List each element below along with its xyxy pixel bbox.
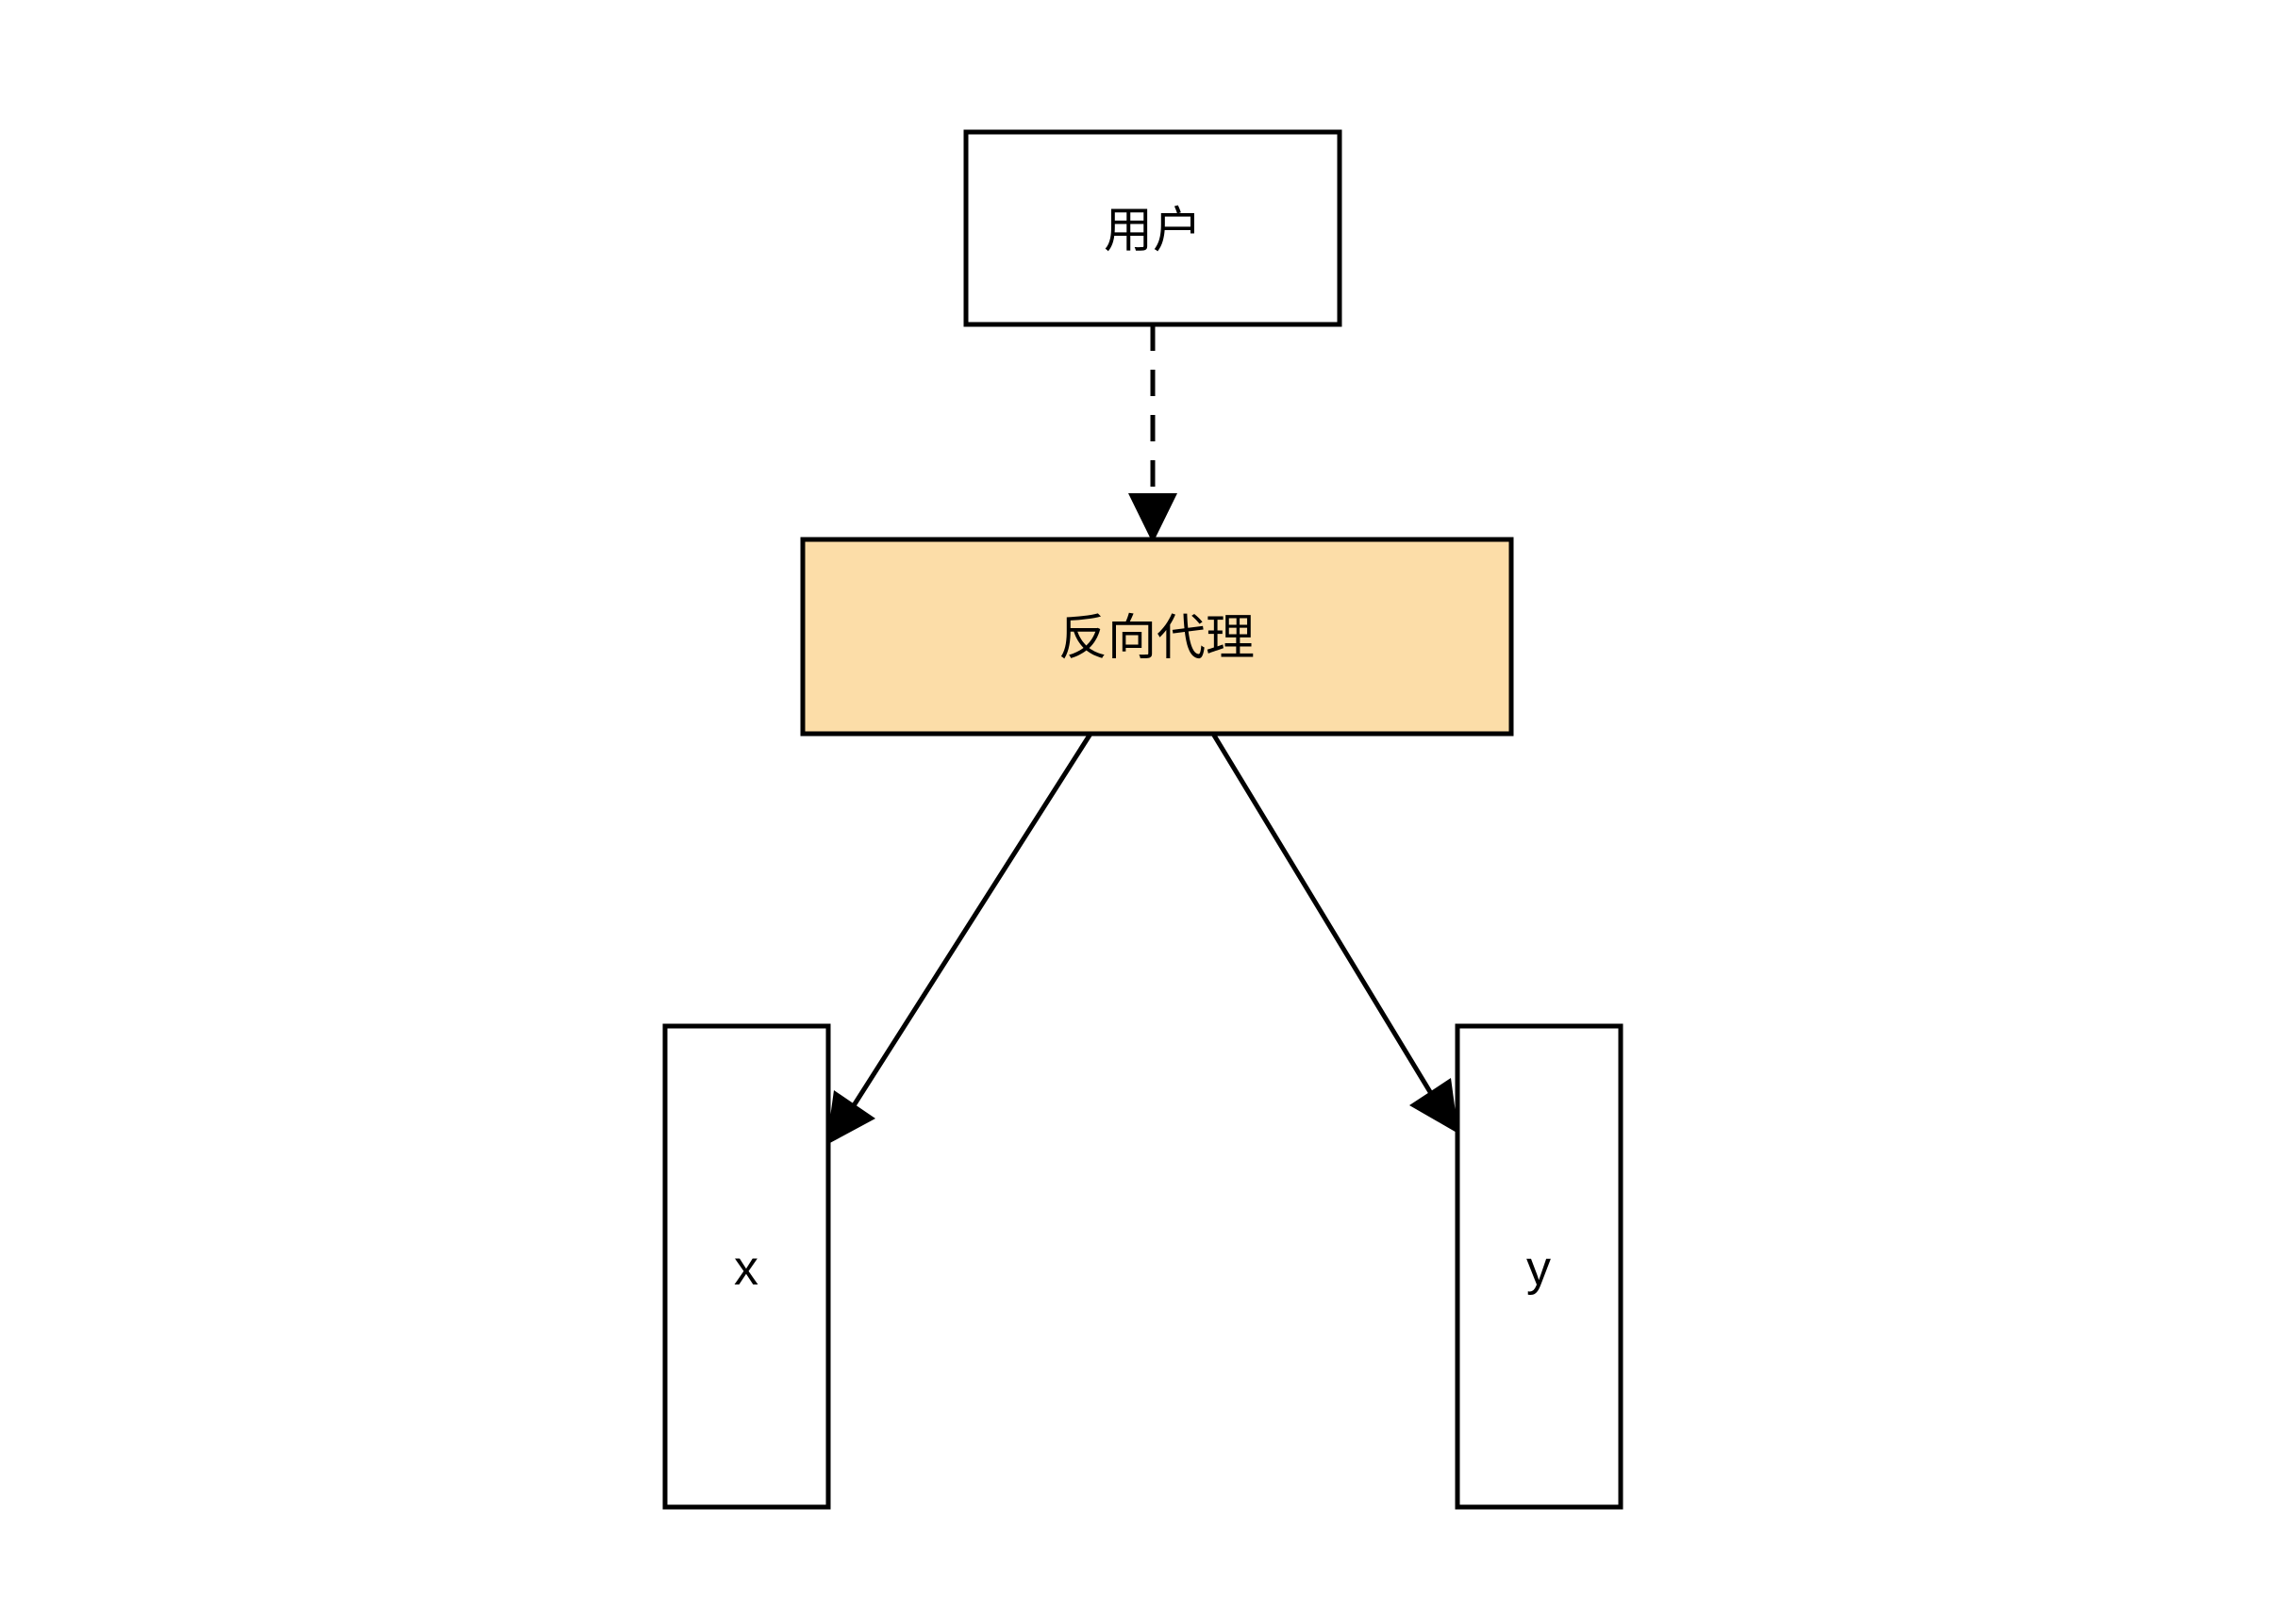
node-user-label: 用户: [1104, 204, 1202, 258]
edge-reverse-proxy-to-x: [826, 732, 1093, 1145]
node-user[interactable]: 用户: [963, 129, 1342, 327]
edge-user-to-reverse-proxy: [1128, 324, 1177, 543]
node-reverse-proxy-label: 反向代理: [1058, 611, 1255, 666]
node-backend-y-box[interactable]: [1455, 1023, 1623, 1510]
node-backend-y-label: y: [1526, 1241, 1551, 1296]
node-backend-x[interactable]: x: [662, 1023, 831, 1510]
edge-reverse-proxy-to-x-line: [841, 732, 1093, 1122]
node-reverse-proxy[interactable]: 反向代理: [800, 537, 1514, 737]
node-backend-y[interactable]: y: [1455, 1023, 1623, 1510]
node-user-box[interactable]: [963, 129, 1342, 327]
edge-reverse-proxy-to-y: [1210, 732, 1458, 1134]
edge-reverse-proxy-to-y-line: [1210, 732, 1443, 1111]
edge-reverse-proxy-to-x-arrowhead: [826, 1090, 875, 1145]
node-backend-x-label: x: [734, 1241, 758, 1296]
node-reverse-proxy-box[interactable]: [800, 537, 1514, 737]
node-backend-x-box[interactable]: [662, 1023, 831, 1510]
edge-user-to-reverse-proxy-arrowhead: [1128, 493, 1177, 543]
edge-reverse-proxy-to-y-arrowhead: [1409, 1078, 1458, 1134]
